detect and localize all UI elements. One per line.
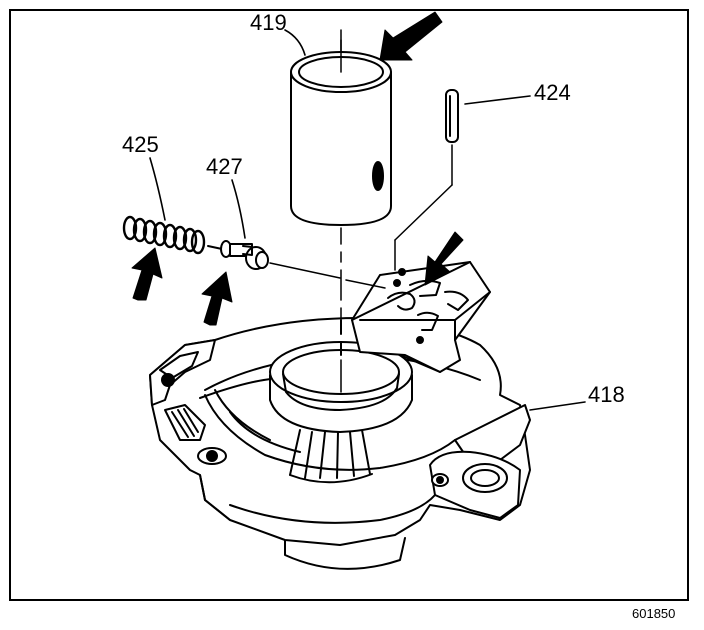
indicator-arrows [131, 11, 464, 326]
arrow-spring [131, 247, 163, 301]
arrow-bushing [379, 11, 443, 61]
callout-418: 418 [588, 382, 625, 407]
pump-cover-bore [269, 319, 413, 433]
arrow-valve-body [424, 231, 464, 286]
bushing-419 [290, 39, 392, 226]
spring-425 [122, 215, 206, 255]
pin-424 [445, 89, 459, 143]
callout-427: 427 [206, 154, 243, 179]
callout-leaders [149, 29, 586, 411]
valve-427 [207, 240, 269, 270]
callout-425: 425 [122, 132, 159, 157]
callout-424: 424 [534, 80, 571, 105]
figure-number: 601850 [632, 606, 676, 621]
assembly-centerlines [269, 29, 453, 393]
arrow-valve [201, 271, 233, 326]
callout-419: 419 [250, 10, 287, 35]
